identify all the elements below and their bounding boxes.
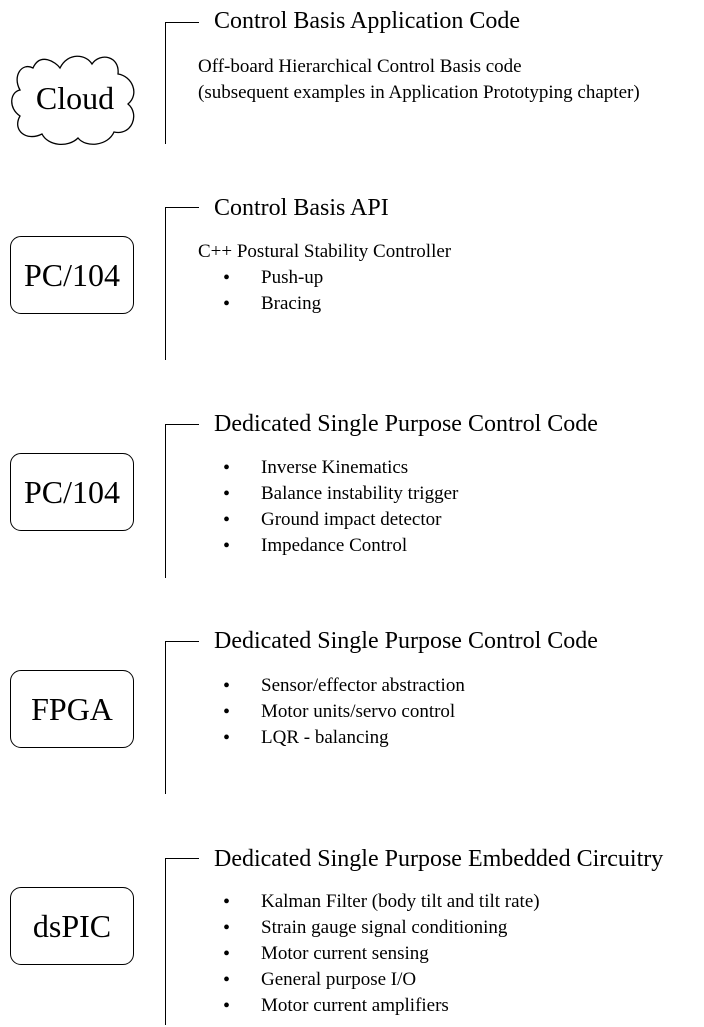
bracket-vertical [165,424,166,578]
list-item: Impedance Control [220,533,458,559]
layer-pc104-api: PC/104 Control Basis API C++ Postural St… [0,0,704,360]
bracket-horizontal [165,641,199,642]
bracket-vertical [165,22,166,144]
list-item: Motor current sensing [220,941,540,967]
list-item: LQR - balancing [220,725,465,751]
layer-heading: Control Basis API [214,195,389,221]
list-item: Bracing [220,291,323,317]
list-item: Ground impact detector [220,507,458,533]
pc104-node: PC/104 [10,453,134,531]
layer-fpga: FPGA Dedicated Single Purpose Control Co… [0,0,704,794]
bullet-list: Inverse Kinematics Balance instability t… [220,455,458,559]
list-item: Balance instability trigger [220,481,458,507]
fpga-node: FPGA [10,670,134,748]
layer-heading: Dedicated Single Purpose Control Code [214,628,598,654]
layer-heading: Control Basis Application Code [214,8,520,34]
layer-description: C++ Postural Stability Controller [198,241,452,262]
bullet-list: Sensor/effector abstraction Motor units/… [220,673,465,751]
bracket-vertical [165,207,166,360]
bullet-list: Push-up Bracing [220,265,323,317]
dspic-node: dsPIC [10,887,134,965]
layer-pc104-control: PC/104 Dedicated Single Purpose Control … [0,0,704,578]
layer-heading: Dedicated Single Purpose Embedded Circui… [214,846,664,872]
description-line: (subsequent examples in Application Prot… [198,82,640,103]
bracket-vertical [165,641,166,794]
list-item: Inverse Kinematics [220,455,458,481]
bullet-list: Kalman Filter (body tilt and tilt rate) … [220,889,540,1019]
list-item: Motor current amplifiers [220,993,540,1019]
layer-heading: Dedicated Single Purpose Control Code [214,411,598,437]
bracket-horizontal [165,207,199,208]
layer-description: Off-board Hierarchical Control Basis cod… [198,54,640,106]
cloud-node: Cloud [8,46,142,150]
bracket-vertical [165,858,166,1025]
list-item: Kalman Filter (body tilt and tilt rate) [220,889,540,915]
bracket-horizontal [165,22,199,23]
description-line: Off-board Hierarchical Control Basis cod… [198,56,522,77]
list-item: Strain gauge signal conditioning [220,915,540,941]
cloud-shape [11,55,135,145]
list-item: Sensor/effector abstraction [220,673,465,699]
bracket-horizontal [165,424,199,425]
list-item: General purpose I/O [220,967,540,993]
bracket-horizontal [165,858,199,859]
list-item: Push-up [220,265,323,291]
node-label: Cloud [35,79,115,116]
pc104-node: PC/104 [10,236,134,314]
list-item: Motor units/servo control [220,699,465,725]
layer-cloud: Cloud Control Basis Application Code Off… [0,0,704,205]
